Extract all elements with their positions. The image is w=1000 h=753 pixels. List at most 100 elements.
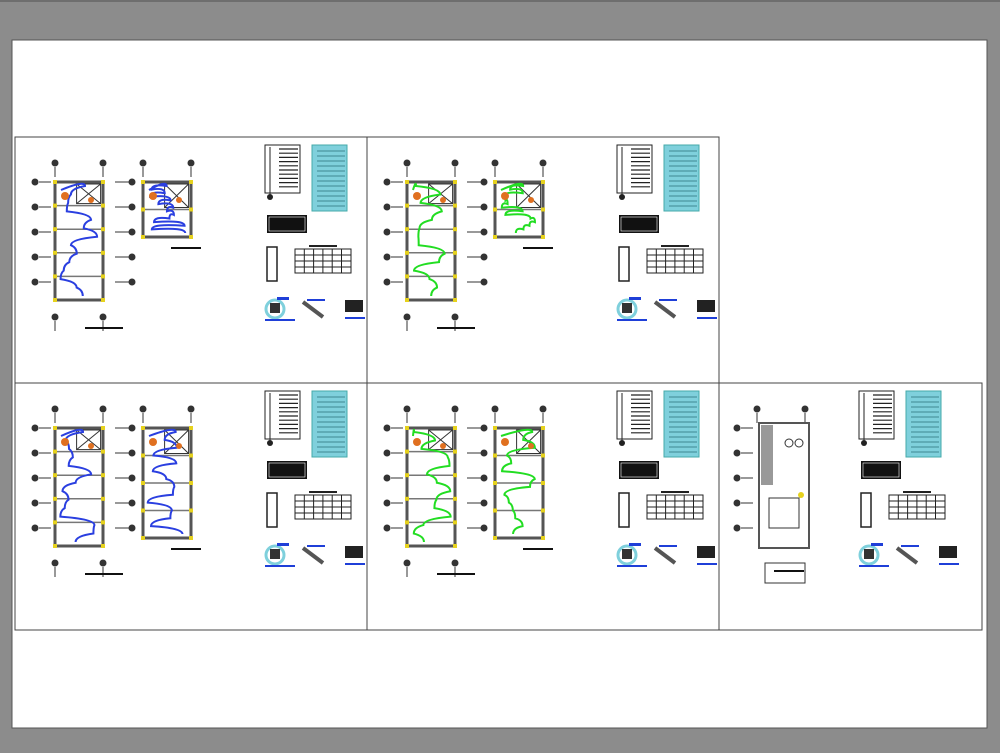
grid-bubble	[128, 449, 136, 457]
detail-1	[858, 544, 880, 566]
detail-1-body	[864, 549, 874, 559]
riser-node	[619, 440, 625, 446]
grid-bubble	[383, 524, 391, 532]
column-node	[53, 426, 57, 430]
detail-label	[659, 299, 677, 301]
column-node	[189, 508, 193, 513]
roof-slab	[761, 425, 773, 485]
fixture-symbol	[440, 443, 446, 449]
grid-bubble	[187, 405, 195, 413]
detail-3	[939, 546, 957, 558]
notes-block	[619, 461, 659, 479]
column-node	[493, 426, 497, 430]
column-node	[101, 473, 105, 478]
grid-bubble	[451, 313, 459, 321]
detail-label	[265, 565, 295, 567]
grid-bubble	[733, 449, 741, 457]
fixture-symbol	[528, 443, 534, 449]
notes-frame	[620, 462, 658, 478]
sheet-1	[14, 136, 368, 384]
detail-label	[265, 319, 295, 321]
stair-box	[768, 497, 800, 529]
grid-bubble	[383, 278, 391, 286]
column-node	[189, 207, 193, 212]
fixture-symbol	[149, 438, 157, 446]
column-node	[141, 180, 145, 184]
fixture-symbol	[149, 192, 157, 200]
grid-bubble	[733, 499, 741, 507]
grid-bubble	[51, 405, 59, 413]
fixture-symbol	[61, 192, 69, 200]
grid-bubble	[187, 159, 195, 167]
column-node	[405, 426, 409, 430]
column-node	[453, 203, 457, 208]
grid-bubble	[403, 405, 411, 413]
detail-label	[345, 563, 365, 565]
column-node	[189, 235, 193, 239]
grid-bubble	[31, 449, 39, 457]
grid-bubble	[31, 424, 39, 432]
fixture-symbol	[413, 438, 421, 446]
column-node	[405, 203, 409, 208]
column-node	[53, 274, 57, 279]
table-title	[309, 245, 337, 247]
column-node	[405, 274, 409, 279]
grid-bubble	[480, 449, 488, 457]
riser-node	[861, 440, 867, 446]
column-node	[141, 453, 145, 458]
detail-2	[301, 300, 325, 319]
plan-title	[171, 548, 201, 550]
column-node	[101, 426, 105, 430]
grid-bubble	[128, 278, 136, 286]
plan-outline	[405, 180, 457, 302]
column-node	[141, 481, 145, 485]
grid-bubble	[539, 159, 547, 167]
column-node	[493, 180, 497, 184]
notes-frame	[268, 216, 306, 232]
column-node	[541, 508, 545, 513]
wiring-circuit	[412, 182, 446, 297]
wiring-circuit	[148, 182, 187, 234]
column-node	[405, 180, 409, 184]
column-node	[53, 250, 57, 255]
column-node	[453, 274, 457, 279]
column-node	[141, 508, 145, 513]
grid-bubble	[99, 313, 107, 321]
grid-bubble	[139, 159, 147, 167]
riser-node	[267, 440, 273, 446]
grid-bubble	[403, 159, 411, 167]
detail-1	[264, 544, 286, 566]
plan-title	[774, 570, 804, 572]
column-node	[453, 449, 457, 454]
column-node	[405, 227, 409, 232]
column-node	[405, 520, 409, 525]
column-node	[53, 496, 57, 501]
grid-bubble	[403, 313, 411, 321]
column-node	[141, 426, 145, 430]
grid-bubble	[383, 474, 391, 482]
stair-box	[164, 429, 190, 454]
plan-outline	[53, 426, 105, 548]
grid-bubble	[451, 405, 459, 413]
grid-bubble	[480, 228, 488, 236]
stair-cross	[76, 429, 101, 450]
column-node	[101, 449, 105, 454]
column-node	[101, 520, 105, 525]
column-node	[541, 180, 545, 184]
sheet-panels	[14, 136, 983, 631]
column-node	[53, 473, 57, 478]
column-node	[453, 250, 457, 255]
section-detail	[860, 492, 872, 528]
table-title	[661, 245, 689, 247]
fixture-symbol	[176, 197, 182, 203]
column-node	[189, 481, 193, 485]
grid-bubble	[491, 159, 499, 167]
section-detail	[618, 492, 630, 528]
detail-3	[697, 546, 715, 558]
section-detail	[266, 246, 278, 282]
fixture-symbol	[176, 443, 182, 449]
column-node	[101, 274, 105, 279]
riser-node	[267, 194, 273, 200]
